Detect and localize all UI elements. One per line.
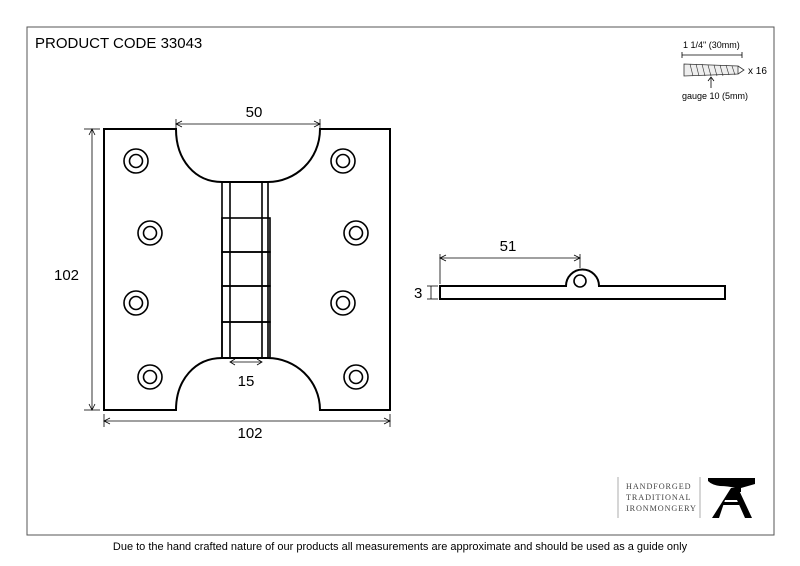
dimension-overall-width [103, 414, 391, 427]
dimension-overall-height-label: 102 [54, 267, 79, 284]
hinge-knuckle [221, 181, 271, 359]
screw-gauge-label: gauge 10 (5mm) [682, 91, 748, 101]
hinge-outline [103, 128, 391, 411]
screw-hole-icon [123, 148, 149, 174]
screw-hole-icon [137, 220, 163, 246]
brand-line-1: HANDFORGED [626, 482, 691, 491]
dimension-top-gap [175, 119, 321, 131]
dimension-thickness-label: 3 [414, 285, 422, 302]
disclaimer: Due to the hand crafted nature of our pr… [112, 541, 688, 553]
screw-hole-icon [343, 364, 369, 390]
screw-length-label: 1 1/4" (30mm) [683, 40, 740, 50]
screw-hole-icon [330, 290, 356, 316]
dimension-overall-height [84, 128, 100, 411]
screw-hole-icon [137, 364, 163, 390]
product-code-label: PRODUCT CODE 33043 [35, 35, 202, 52]
hinge-side-view: 51 3 [414, 238, 726, 302]
side-leaf-outline [439, 268, 726, 300]
screw-hole-icon [343, 220, 369, 246]
hinge-front-view: 50 102 15 102 [54, 104, 391, 442]
drawing-frame [26, 26, 775, 536]
dimension-knuckle-width [229, 358, 263, 366]
dimension-side-leaf-label: 51 [500, 238, 517, 255]
screw-holes [123, 148, 369, 390]
brand-line-2: TRADITIONAL [626, 493, 691, 502]
dimension-top-gap-label: 50 [246, 104, 263, 121]
screw-quantity-label: x 16 [748, 66, 767, 77]
screw-hole-icon [330, 148, 356, 174]
dimension-side-leaf [439, 254, 581, 284]
anvil-icon [708, 478, 755, 518]
side-pin-icon [573, 274, 587, 288]
brand-line-3: IRONMONGERY [626, 504, 697, 513]
brand-logo: HANDFORGED TRADITIONAL IRONMONGERY [617, 477, 755, 518]
dimension-thickness [427, 285, 438, 300]
dimension-knuckle-width-label: 15 [238, 373, 255, 390]
screw-spec: 1 1/4" (30mm) x 16 gauge 10 (5mm) [681, 40, 767, 101]
screw-hole-icon [123, 290, 149, 316]
screw-icon [683, 63, 745, 77]
dimension-overall-width-label: 102 [237, 425, 262, 442]
